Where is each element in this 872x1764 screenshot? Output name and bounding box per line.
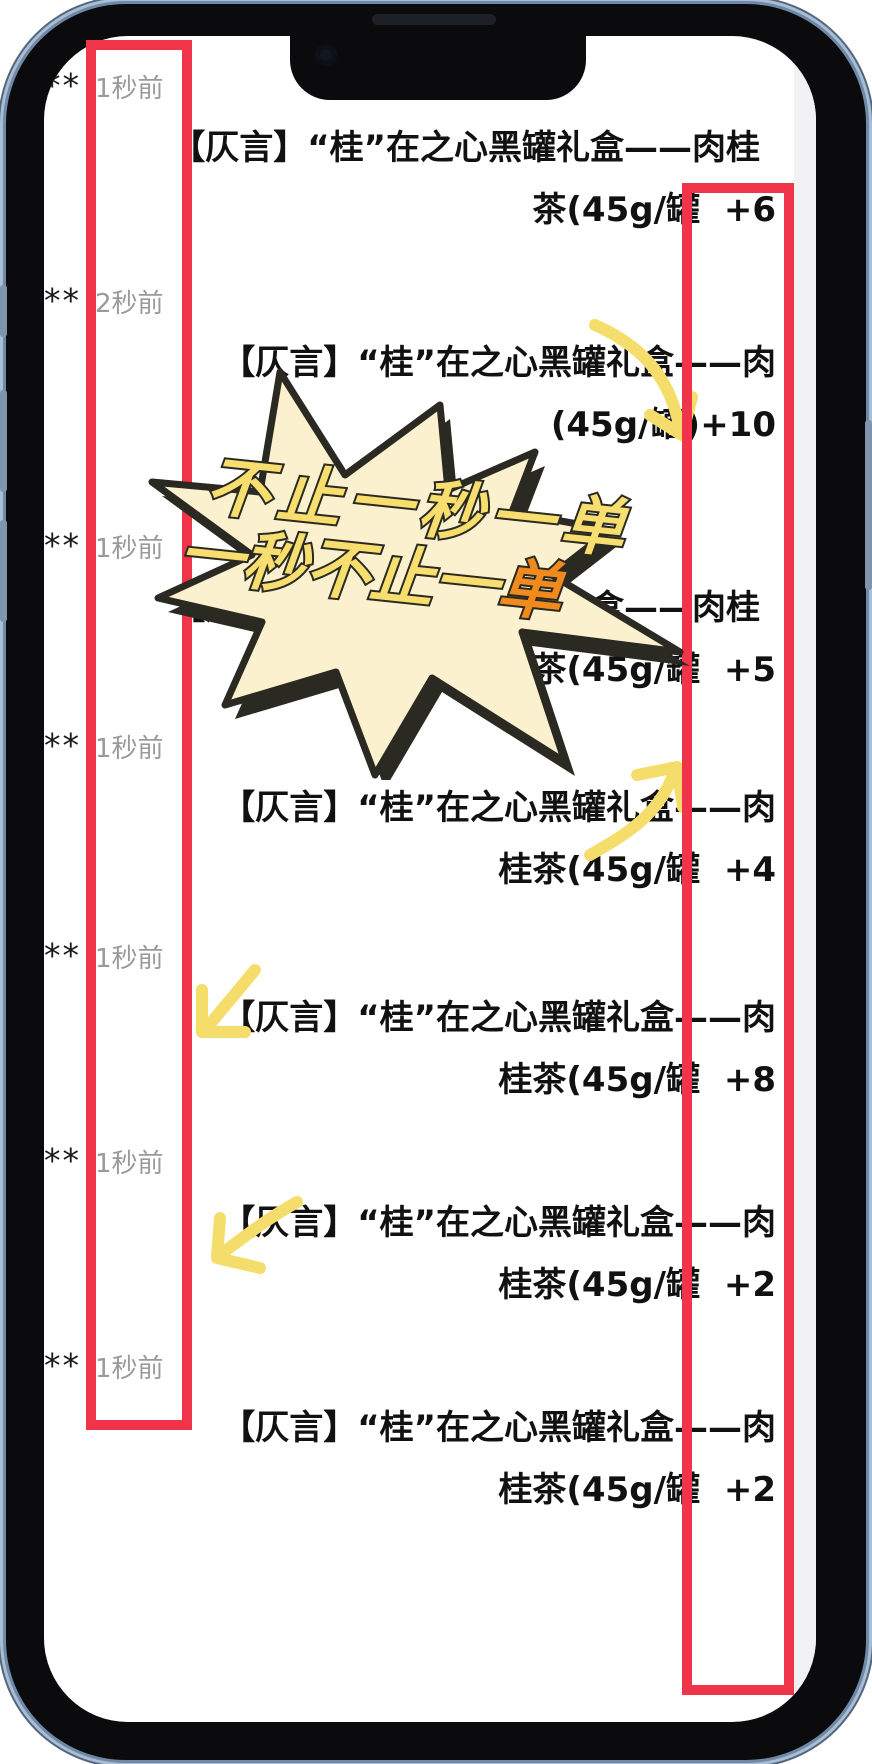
order-time: 2秒前 bbox=[95, 289, 164, 319]
buyer-name: ** bbox=[44, 526, 81, 565]
order-time: 1秒前 bbox=[95, 534, 164, 564]
time-column-highlight bbox=[86, 40, 192, 1430]
order-time: 1秒前 bbox=[95, 1354, 164, 1384]
arrow-icon bbox=[211, 1196, 303, 1274]
front-camera bbox=[315, 44, 337, 66]
product-variant: 茶(45g/罐+6 bbox=[532, 190, 776, 230]
volume-down-button bbox=[0, 520, 7, 622]
product-variant: 茶(45g/罐+5 bbox=[532, 650, 776, 690]
order-quantity: +2 bbox=[723, 1470, 776, 1510]
mute-switch bbox=[0, 285, 7, 337]
order-quantity: +2 bbox=[723, 1265, 776, 1305]
product-variant: 桂茶(45g/罐+2 bbox=[498, 1265, 776, 1305]
power-button bbox=[865, 420, 872, 590]
buyer-name: ** bbox=[44, 281, 81, 320]
buyer-name: ** bbox=[44, 1346, 81, 1385]
buyer-name: ** bbox=[44, 936, 81, 975]
product-variant: (45g/罐)+10 bbox=[550, 405, 776, 445]
order-time: 1秒前 bbox=[95, 1149, 164, 1179]
product-variant: 桂茶(45g/罐+8 bbox=[498, 1060, 776, 1100]
order-quantity: +8 bbox=[723, 1060, 776, 1100]
order-quantity: +6 bbox=[723, 190, 776, 230]
quantity-column-highlight bbox=[682, 183, 794, 1695]
order-time: 1秒前 bbox=[95, 944, 164, 974]
burst-line-2-accent: 单 bbox=[494, 551, 569, 632]
notch bbox=[290, 36, 586, 100]
product-variant: 桂茶(45g/罐+2 bbox=[498, 1470, 776, 1510]
earpiece-speaker bbox=[372, 14, 496, 25]
order-row: ** 1秒前 【仄言】“桂”在之心黑罐礼盒——肉桂 茶(45g/罐+6 bbox=[44, 66, 816, 276]
order-time: 1秒前 bbox=[95, 74, 164, 104]
arrow-icon bbox=[584, 761, 689, 861]
volume-up-button bbox=[0, 390, 7, 492]
order-quantity: +10 bbox=[700, 405, 776, 445]
scroll-track[interactable] bbox=[794, 36, 816, 1722]
product-variant: 桂茶(45g/罐+4 bbox=[498, 850, 776, 890]
promo-burst-sticker: 不止一秒一单 一秒不止一单 bbox=[148, 368, 690, 780]
order-quantity: +5 bbox=[723, 650, 776, 690]
product-name: 【仄言】“桂”在之心黑罐礼盒——肉桂 bbox=[171, 128, 760, 168]
order-quantity: +4 bbox=[723, 850, 776, 890]
buyer-name: ** bbox=[44, 66, 81, 105]
buyer-name: ** bbox=[44, 1141, 81, 1180]
order-time: 1秒前 bbox=[95, 734, 164, 764]
buyer-name: ** bbox=[44, 726, 81, 765]
arrow-icon bbox=[196, 964, 261, 1038]
